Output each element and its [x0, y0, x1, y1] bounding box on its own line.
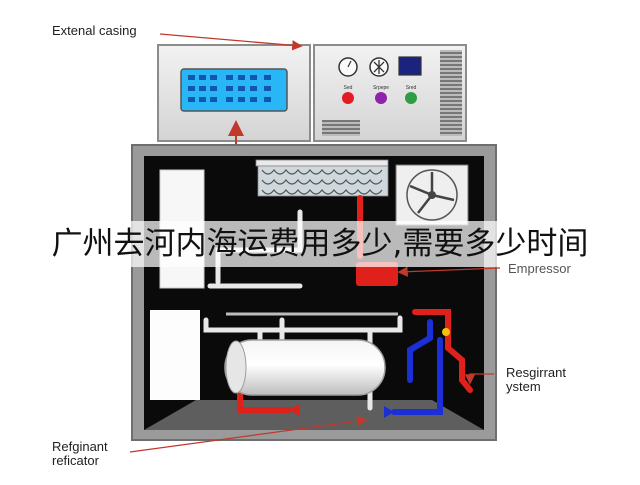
label-refrigerant-refricator: Refginant reficator: [52, 440, 142, 467]
label-compressor: Empressor: [508, 261, 571, 276]
label-refrigerant-system-line1: Resgirrant: [506, 365, 566, 380]
compressor-unit: [356, 262, 398, 286]
refrigerant-refricator-arrow: [129, 415, 368, 453]
label-refrigerant-system-line2: ystem: [506, 378, 541, 394]
interior-wall-panel: [150, 310, 200, 400]
compressor-arrow: [397, 266, 501, 277]
control-panel: Sed Srpepe Sred: [313, 44, 467, 142]
knob-label-3: Sred: [406, 85, 417, 91]
condenser-fan: [395, 164, 469, 226]
red-knob: [342, 92, 354, 104]
fan-hub-icon: [428, 191, 436, 199]
knob-label-1: Sed: [344, 85, 353, 91]
digital-readout: [398, 56, 422, 76]
cold-line-arrow-icon: [384, 406, 394, 418]
watermark-title: 广州去河内海运费用多少,需要多少时间: [51, 226, 589, 262]
green-knob: [405, 92, 417, 104]
hot-line-arrow-icon: [288, 404, 300, 416]
label-refrigerant-refricator-line2: reficator: [52, 452, 99, 468]
display-screen-icons: [188, 75, 271, 102]
label-refrigerant-system: Resgirrant ystem: [506, 366, 596, 393]
condenser-coil: [255, 159, 389, 197]
purple-knob: [375, 92, 387, 104]
label-refrigerant-refricator-line1: Refginant: [52, 439, 108, 454]
label-external-casing: Extenal casing: [52, 23, 137, 38]
watermark-band: [0, 221, 640, 267]
display-screen: [180, 68, 288, 112]
floor-bevel: [144, 400, 484, 430]
expansion-valve: [442, 328, 450, 336]
cold-refrigerant-line: [391, 319, 443, 415]
receiver-tank: [224, 339, 386, 396]
external-casing-arrow: [159, 33, 303, 51]
side-vent-grille: [440, 50, 462, 136]
refrigerant-system-arrow: [464, 373, 494, 385]
bottom-vent-grille: [322, 120, 360, 136]
knob-label-2: Srpepe: [373, 85, 389, 91]
external-casing-panel: [157, 44, 311, 144]
